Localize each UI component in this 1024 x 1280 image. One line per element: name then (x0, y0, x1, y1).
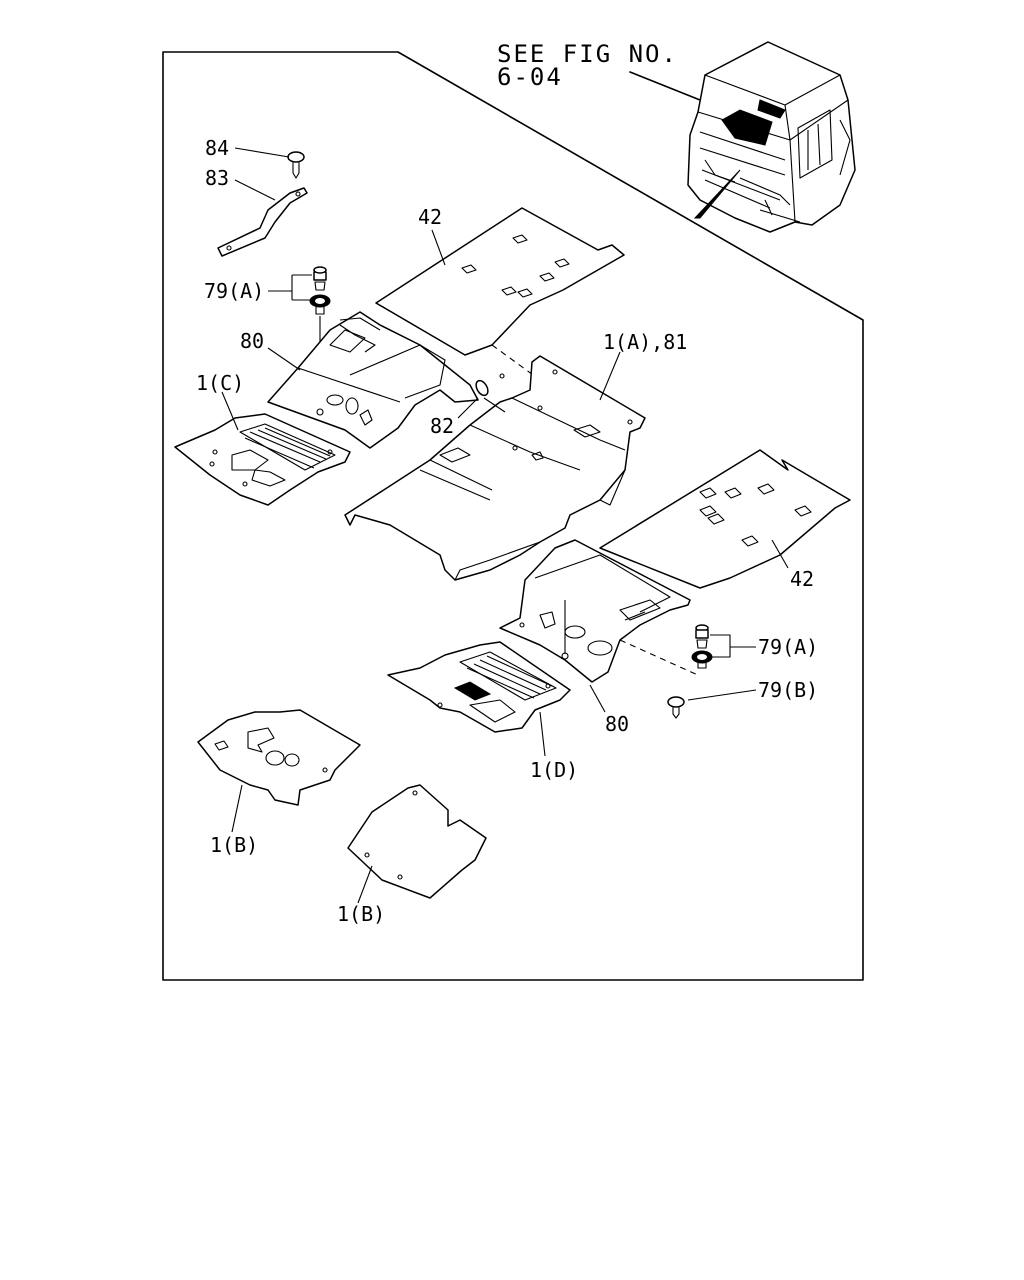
leader-82 (457, 397, 506, 419)
leader-79a-right (710, 634, 756, 658)
part-80-insulator-top (267, 311, 479, 449)
diagram-frame (162, 51, 864, 981)
part-83-bracket (217, 187, 308, 257)
callout-79b: 79(B) (758, 678, 818, 702)
leader-42-right (771, 539, 789, 569)
leader-1c (221, 391, 239, 431)
part-79a-clip-right (691, 624, 713, 669)
callout-80-bottom: 80 (605, 712, 629, 736)
part-1b-pad-left-detail (214, 727, 328, 773)
part-82-grommet (475, 373, 505, 397)
part-1b-pad-left (197, 709, 361, 806)
part-79a-clip-top (309, 266, 331, 315)
part-1c-step-mat (174, 413, 351, 506)
part-42-mat-top-holes (461, 234, 570, 298)
reference-line2: 6-04 (497, 63, 563, 91)
align-dash-right (619, 639, 701, 677)
part-1b-pad-bottom (347, 784, 487, 899)
reference-leader (629, 71, 701, 101)
leader-42-top (431, 229, 446, 266)
part-1d-ribs (437, 651, 557, 723)
truck-cab-reference (687, 41, 856, 233)
callout-42-top: 42 (418, 205, 442, 229)
leader-1a81 (599, 351, 621, 401)
part-1a81-detail (419, 369, 633, 581)
callout-42-right: 42 (790, 567, 814, 591)
reference-line1: SEE FIG NO. (497, 40, 678, 68)
callout-1b-bottom: 1(B) (337, 902, 385, 926)
callout-80-top: 80 (240, 329, 264, 353)
leader-84 (234, 147, 290, 158)
part-80-insulator-bottom (499, 539, 691, 683)
part-1c-ribs (209, 423, 336, 487)
callout-1b-left: 1(B) (210, 833, 258, 857)
leader-1b-left (231, 784, 243, 833)
leader-80-bottom (589, 684, 606, 713)
callout-79a-right: 79(A) (758, 635, 818, 659)
leader-80-top (267, 347, 301, 371)
callout-1a81: 1(A),81 (603, 330, 687, 354)
part-42-mat-top (375, 207, 625, 356)
leader-79b (687, 689, 757, 701)
reference-arrow (693, 169, 741, 219)
callout-79a-top: 79(A) (204, 279, 264, 303)
callout-84: 84 (205, 136, 229, 160)
callout-1c: 1(C) (196, 371, 244, 395)
part-84-screw (287, 151, 305, 179)
callout-1d: 1(D) (530, 758, 578, 782)
part-42-mat-right-holes (699, 483, 812, 547)
leader-1d (539, 711, 546, 757)
part-79b-clip (667, 696, 685, 719)
part-1b-pad-bottom-detail (364, 790, 418, 880)
leader-1b-bottom (357, 865, 373, 904)
leader-83 (234, 179, 276, 201)
part-42-mat-right (599, 449, 851, 589)
part-80-insulator-top-detail (297, 317, 446, 426)
leader-79a-top (268, 274, 312, 301)
callout-83: 83 (205, 166, 229, 190)
callout-82: 82 (430, 414, 454, 438)
